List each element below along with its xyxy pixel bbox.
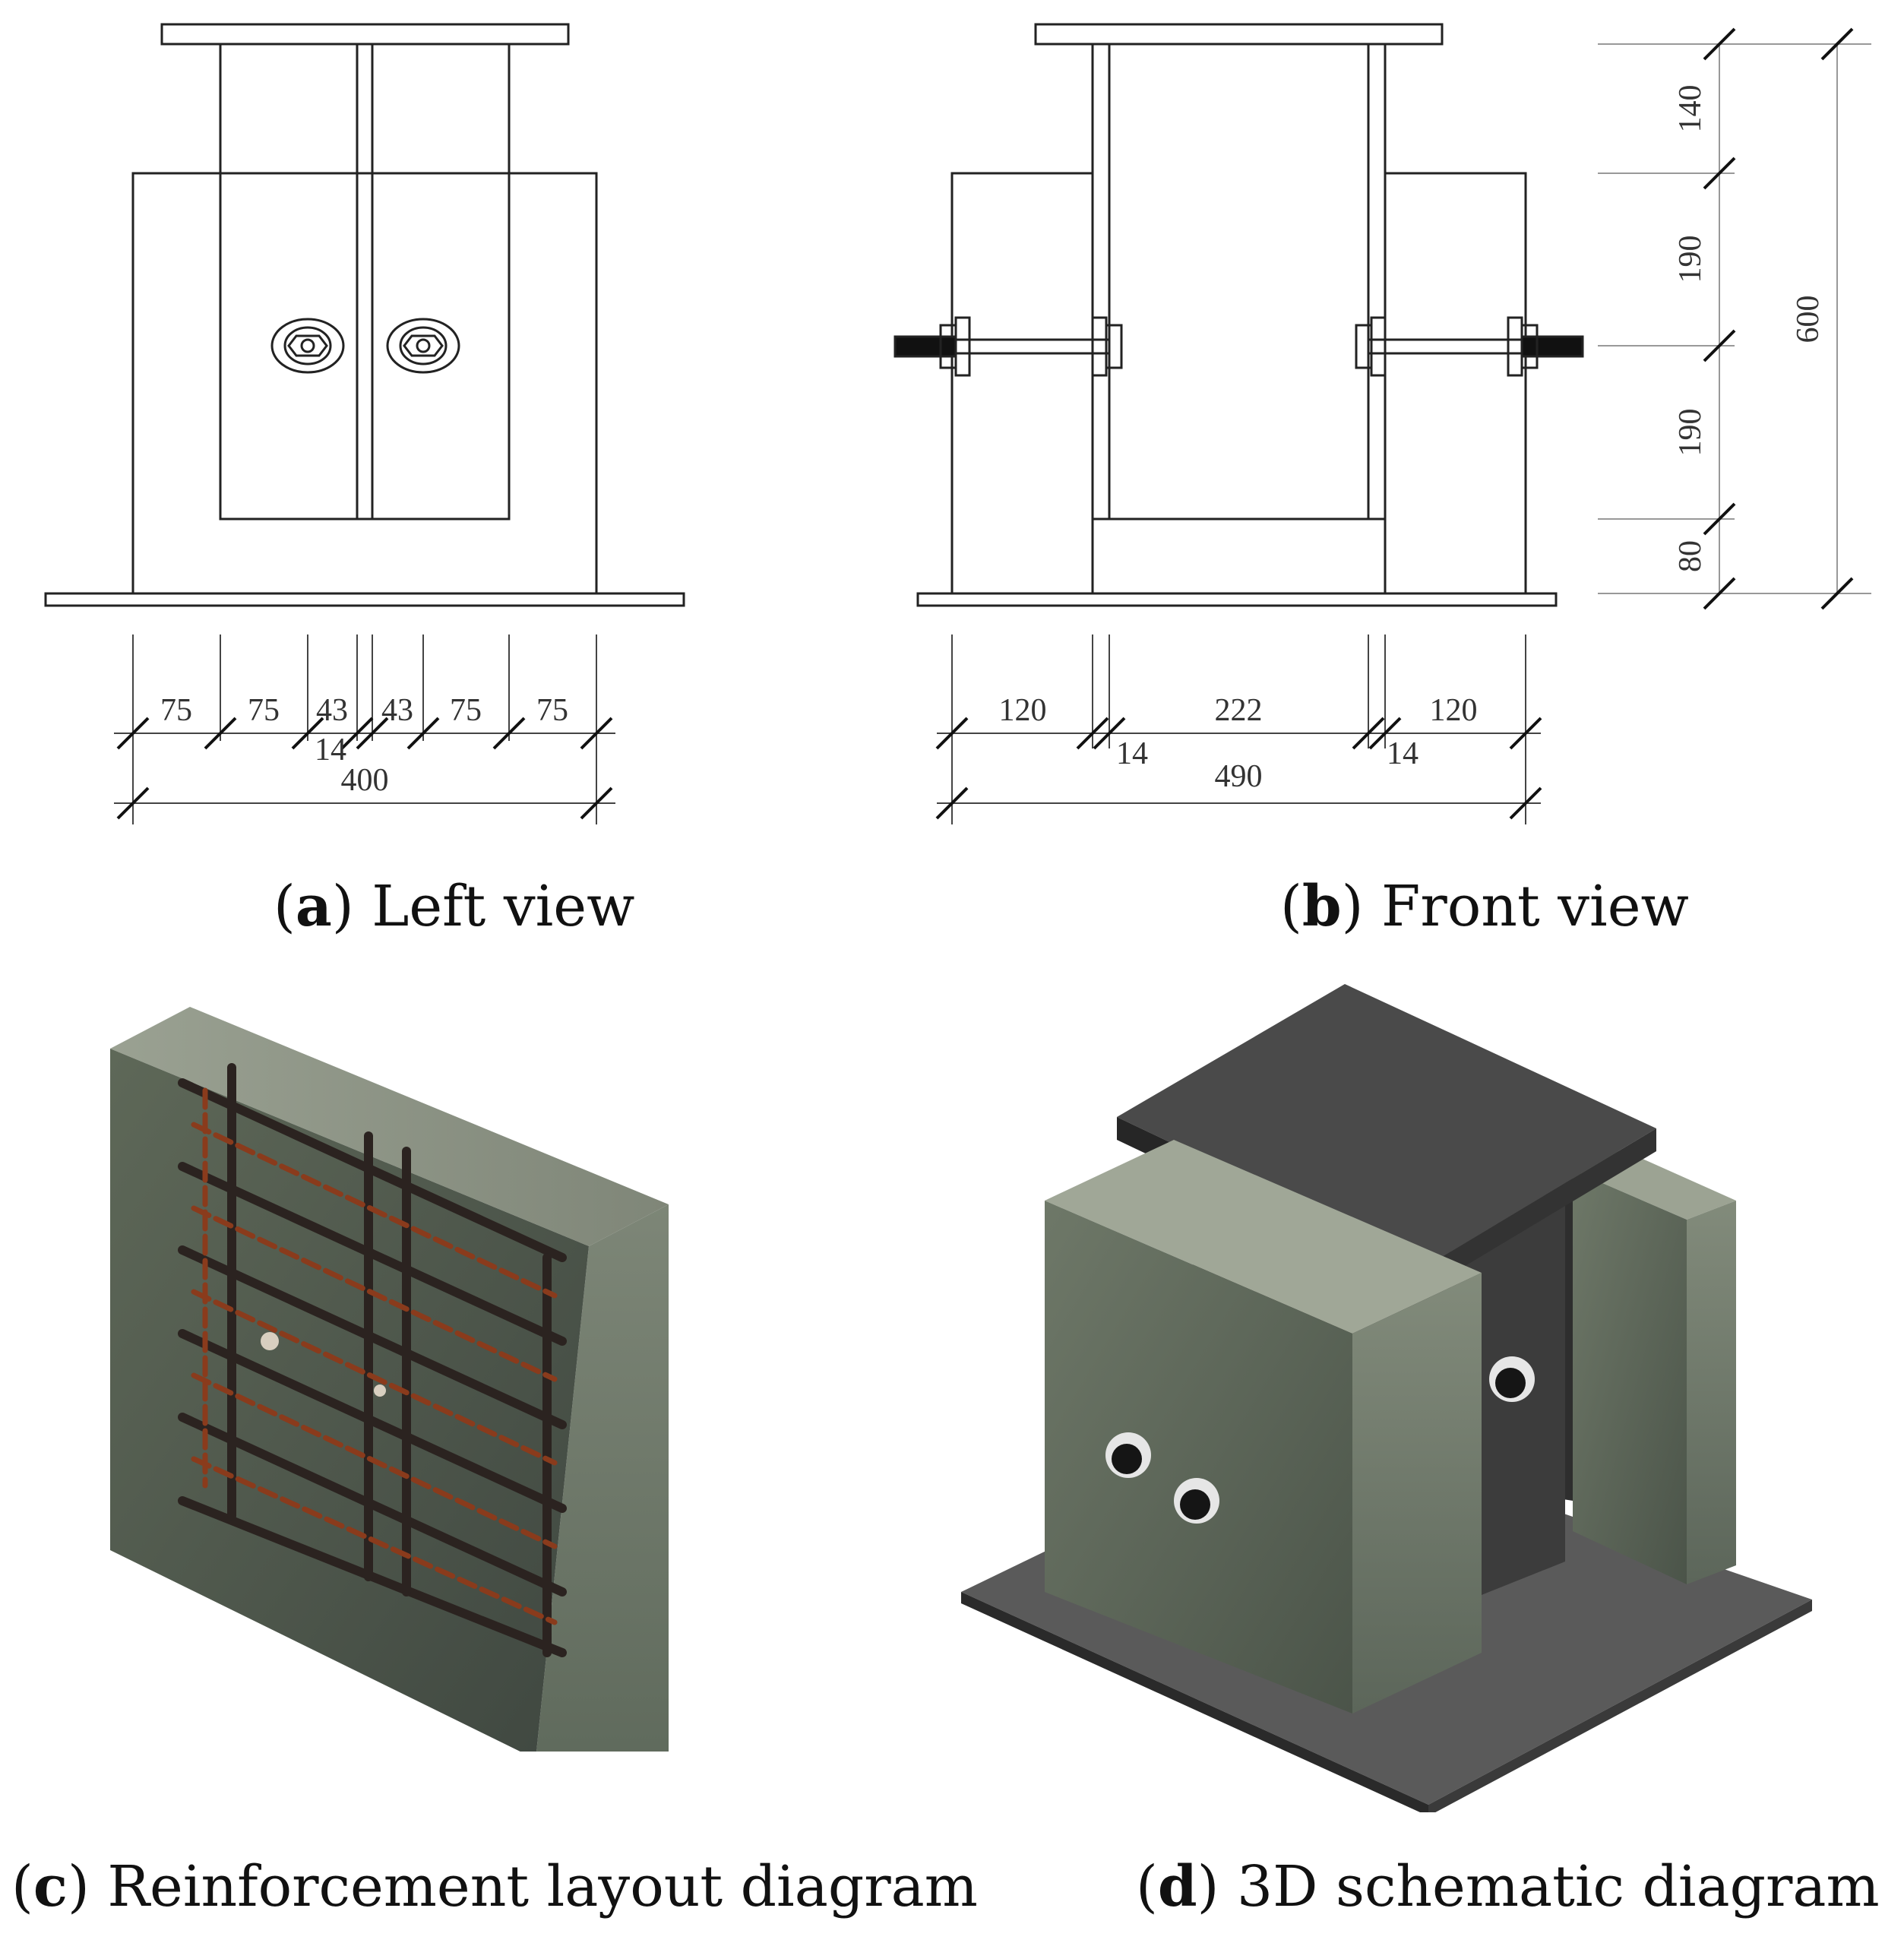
left-dimension-lines [114,634,615,824]
base-plate [44,592,685,607]
3d-schematic-rendering [912,969,1904,1816]
caption-text: Reinforcement layout diagram [107,1854,978,1919]
concrete-block-right [1384,172,1527,595]
concrete-block-left [950,172,1094,595]
dim-b2: 222 [1215,693,1263,728]
front-dimension-lines [937,634,1541,824]
base-plate [916,592,1558,607]
caption-tag: a [295,874,332,939]
left-view-drawing: 75 75 43 43 75 75 14 400 [0,0,952,862]
front-view-svg: 120 222 120 14 14 490 140 190 190 80 600 [893,23,1871,824]
through-bolt-right [1355,316,1584,377]
height-dimension-lines [1598,43,1871,594]
caption-text: 3D schematic diagram [1237,1854,1880,1919]
left-view-svg: 75 75 43 43 75 75 14 400 [44,23,685,824]
dim-a1: 75 [160,693,192,728]
concrete-slab [110,1007,669,1767]
dim-h-total: 600 [1791,296,1826,343]
bolt-icon [1105,1356,1535,1524]
dim-web-left: 14 [1116,736,1148,771]
through-bolt-left [893,316,1123,377]
back-concrete-block [1573,1150,1736,1584]
concrete-block [131,172,598,595]
dim-a3: 43 [316,693,348,728]
bolt-left-icon [270,318,345,374]
top-plate [160,23,570,46]
dim-a4: 43 [381,693,413,728]
dim-b1: 120 [999,693,1047,728]
dim-total: 400 [341,763,389,798]
caption-text: Front view [1381,874,1689,939]
dim-b3: 120 [1430,693,1478,728]
dim-h3: 190 [1673,409,1708,457]
front-view-drawing: 120 222 120 14 14 490 140 190 190 80 600 [876,0,1904,862]
caption-tag: b [1301,874,1342,939]
caption-tag: d [1157,1854,1197,1919]
caption-front-view: (b) Front view [1280,874,1689,939]
caption-tag: c [33,1854,68,1919]
dim-h1: 140 [1673,85,1708,133]
top-plate [1034,23,1444,46]
caption-3d-schematic: (d) 3D schematic diagram [1136,1854,1880,1919]
steel-plate-inner [219,172,511,521]
bolt-right-icon [386,318,460,374]
height-dimension-ticks [1703,27,1854,610]
dim-a6: 75 [536,693,568,728]
dim-h4: 80 [1673,540,1708,572]
caption-text: Left view [372,874,635,939]
rebar-cage [178,1063,567,1657]
dim-web: 14 [315,733,346,767]
front-dimension-ticks [935,717,1542,820]
3d-schematic-svg [961,984,1812,1816]
dim-h2: 190 [1673,236,1708,283]
caption-reinforcement: (c) Reinforcement layout diagram [11,1854,978,1919]
dim-a5: 75 [450,693,482,728]
reinforcement-rendering [0,969,952,1767]
dim-total: 490 [1215,759,1263,794]
dim-a2: 75 [248,693,280,728]
caption-left-view: (a) Left view [274,874,635,939]
front-concrete-block [1045,1140,1482,1714]
left-dimension-ticks [116,717,613,820]
reinforcement-svg [110,1007,669,1767]
dim-web-right: 14 [1387,736,1419,771]
